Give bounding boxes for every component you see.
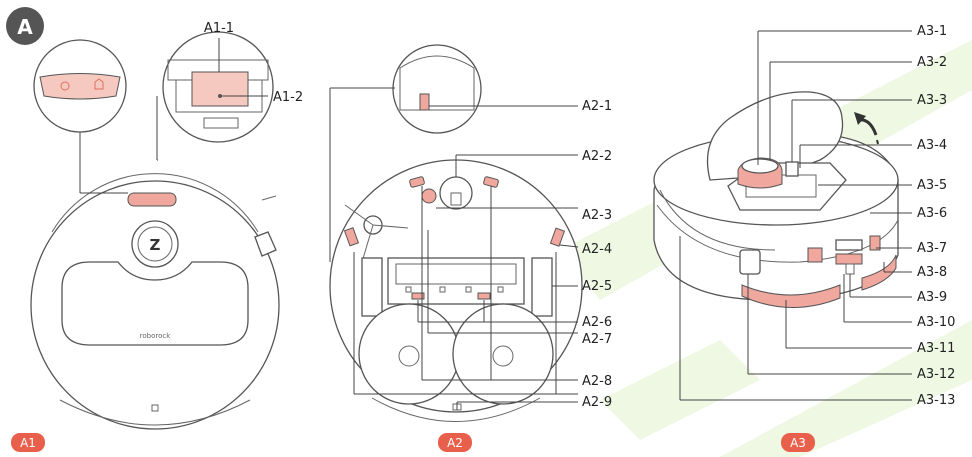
- bumper-arc: [51, 173, 259, 233]
- tag-a2: [438, 433, 472, 452]
- brand-text: roborock: [140, 332, 172, 340]
- label-a2-8: A2-8: [582, 374, 612, 389]
- label-a3-5: A3-5: [917, 178, 947, 193]
- label-a2-1: A2-1: [582, 99, 612, 114]
- front-sensor: [739, 249, 761, 275]
- label-a3-1: A3-1: [917, 24, 947, 39]
- logo-z-icon: Z: [150, 236, 161, 254]
- label-a2-2: A2-2: [582, 149, 612, 164]
- button-strip: [39, 73, 121, 100]
- label-a2-4: A2-4: [582, 242, 612, 257]
- label-a3-9: A3-9: [917, 290, 947, 305]
- label-a3-2: A3-2: [917, 55, 947, 70]
- power-icon: [60, 81, 70, 91]
- left-mop: [358, 303, 460, 405]
- tag-a2-text: A2: [447, 436, 463, 450]
- label-a3-13: A3-13: [917, 393, 955, 408]
- cliff-sensor-zoom: [419, 93, 430, 111]
- label-a3-11: A3-11: [917, 341, 955, 356]
- label-a2-5: A2-5: [582, 279, 612, 294]
- label-a3-8: A3-8: [917, 265, 947, 280]
- panel-a3: A3-1 A3-2 A3-3 A3-4 A3-5 A3-6 A3-7 A3-8 …: [653, 24, 955, 452]
- label-a1-1: A1-1: [204, 21, 234, 36]
- zoom-side: [392, 44, 482, 134]
- top-cover-open: [706, 91, 844, 181]
- section-badge: [6, 7, 44, 45]
- label-a2-9: A2-9: [582, 395, 612, 410]
- left-wheel: [361, 257, 383, 317]
- charging-contact: [421, 188, 437, 204]
- label-a3-10: A3-10: [917, 315, 955, 330]
- main-brush-cover: [387, 257, 525, 305]
- label-a2-7: A2-7: [582, 332, 612, 347]
- lidar-cover: [131, 220, 179, 268]
- dustbin-lid: [61, 261, 249, 346]
- tag-a1-text: A1: [20, 436, 36, 450]
- panel-a2: A2-1 A2-2 A2-3 A2-4 A2-5 A2-6 A2-7 A2-8 …: [329, 44, 612, 452]
- right-wheel: [531, 257, 553, 317]
- label-a3-7: A3-7: [917, 241, 947, 256]
- mop-pad: [741, 284, 841, 309]
- tag-a3-text: A3: [790, 436, 806, 450]
- right-mop: [452, 303, 554, 405]
- tag-a1: [11, 433, 45, 452]
- label-a3-3: A3-3: [917, 93, 947, 108]
- tag-a3: [781, 433, 815, 452]
- label-a3-12: A3-12: [917, 367, 955, 382]
- dustbin-latch: [191, 71, 249, 107]
- label-a3-4: A3-4: [917, 138, 947, 153]
- label-a2-6: A2-6: [582, 315, 612, 330]
- arrow-icon: [857, 118, 878, 136]
- label-a3-6: A3-6: [917, 206, 947, 221]
- section-badge-text: A: [17, 15, 33, 39]
- side-brush-stub: [254, 231, 277, 257]
- home-icon: [94, 78, 104, 90]
- label-a2-3: A2-3: [582, 208, 612, 223]
- button-panel: [127, 192, 177, 207]
- panel-a1: A Z roborock A1-1 A1-2 A1: [6, 7, 303, 452]
- label-a1-2: A1-2: [273, 90, 303, 105]
